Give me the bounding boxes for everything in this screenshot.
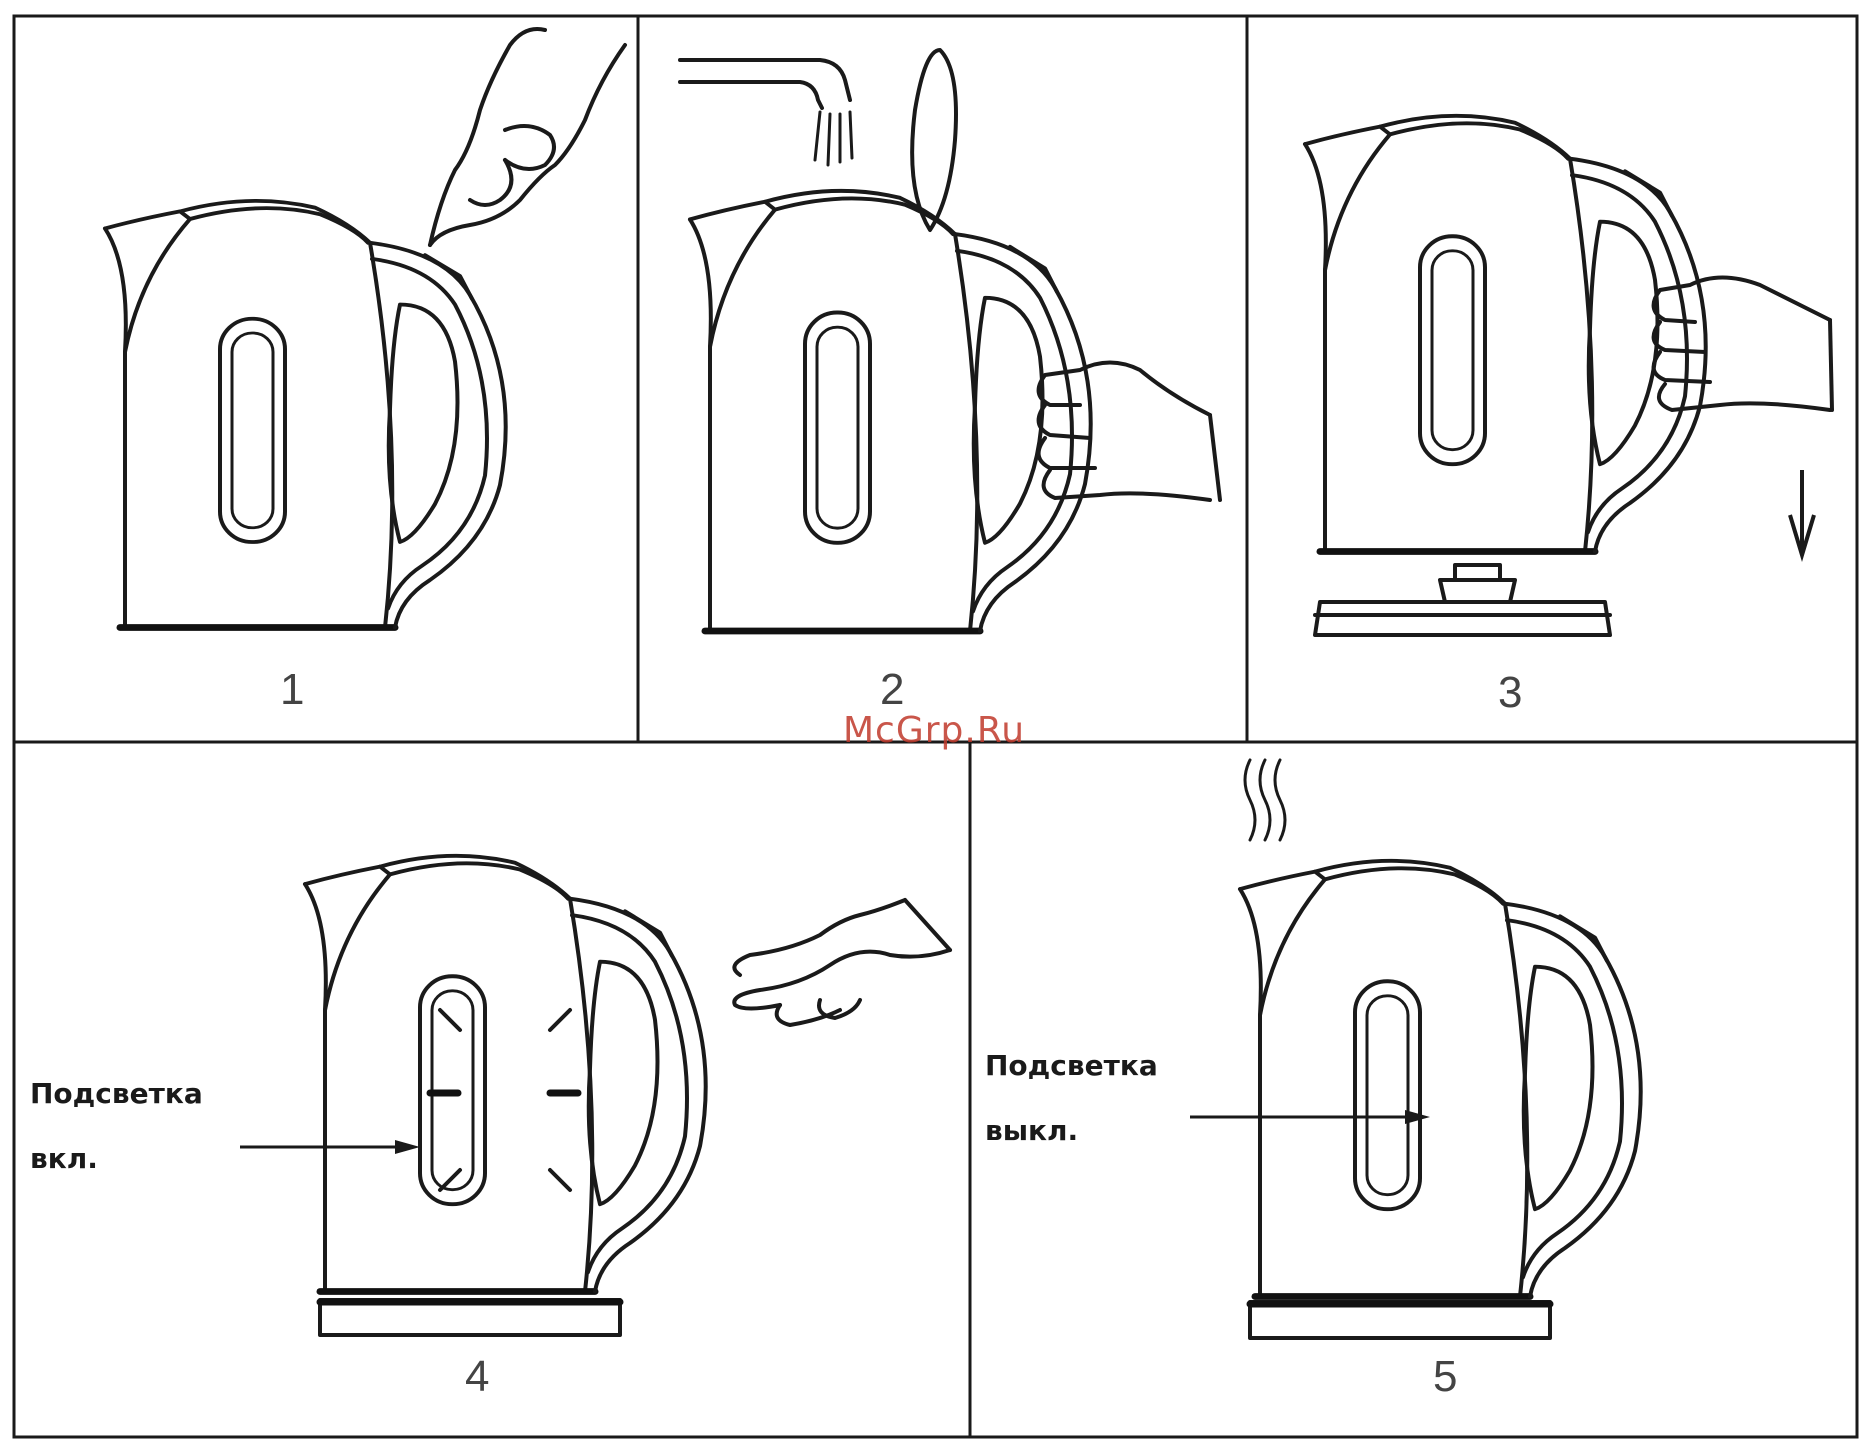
hand-pointing-icon: [732, 898, 952, 1027]
power-base: [1246, 1300, 1554, 1340]
steam-icon: [1243, 758, 1287, 842]
caption-arrow-on: [240, 1140, 420, 1154]
panel-5-illustration: [1190, 758, 1641, 1340]
light-rays-icon: [426, 1008, 582, 1192]
down-arrow-icon: [1788, 470, 1816, 562]
panel-3-illustration: [1305, 116, 1834, 637]
caption-light-off-line1: Подсветка: [985, 1049, 1158, 1082]
panel-1-illustration: [105, 27, 627, 628]
panel-2-illustration: [678, 48, 1222, 631]
watermark: McGrp.Ru: [843, 710, 1026, 751]
caption-arrow-off: [1190, 1110, 1430, 1124]
open-lid-icon: [910, 48, 958, 232]
caption-light-off-line2: выкл.: [985, 1114, 1079, 1147]
hand-holding-handle-icon: [1651, 275, 1834, 412]
panel-frames: [12, 14, 1859, 1439]
panel-number-2: 2: [880, 665, 905, 714]
water-tap-icon: [678, 58, 854, 167]
caption-light-on-line1: Подсветка: [30, 1077, 203, 1110]
panel-4-illustration: [240, 856, 952, 1337]
power-base: [316, 1298, 624, 1337]
panel-number-5: 5: [1433, 1352, 1458, 1401]
hand-pointing-icon: [428, 27, 627, 247]
power-base: [1313, 563, 1612, 637]
panel-number-3: 3: [1498, 668, 1523, 717]
panel-number-1: 1: [280, 665, 305, 714]
panel-number-4: 4: [465, 1352, 490, 1401]
hand-holding-handle-icon: [1036, 360, 1222, 502]
caption-light-on-line2: вкл.: [30, 1142, 98, 1175]
